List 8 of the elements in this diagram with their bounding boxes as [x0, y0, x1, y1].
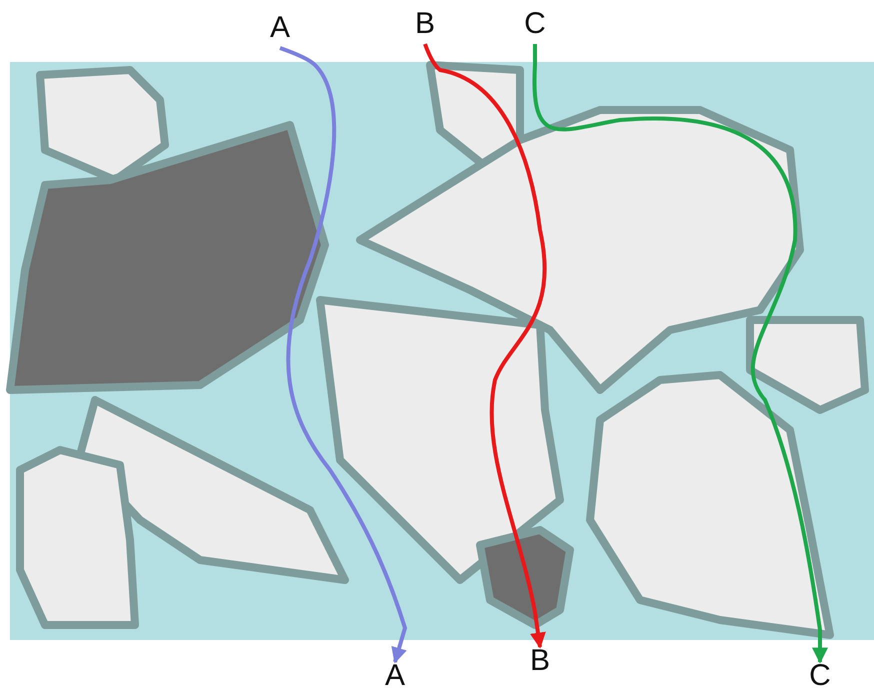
path-label: A — [265, 12, 295, 44]
path-label: A — [380, 660, 410, 692]
path-label: B — [410, 8, 440, 40]
path-label: C — [805, 660, 835, 692]
arrow — [279, 46, 407, 664]
path-label: B — [525, 645, 555, 677]
path-label: C — [520, 8, 550, 40]
arrow — [532, 44, 828, 664]
